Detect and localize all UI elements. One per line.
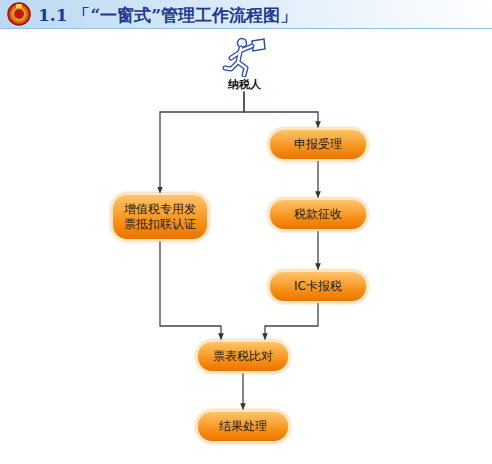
process-box: 申报受理 <box>268 128 368 161</box>
box-label: 申报受理 <box>276 137 360 152</box>
box-label: 税款征收 <box>276 207 360 222</box>
actor-label: 纳税人 <box>213 77 275 92</box>
title-area: 1.1 「“一窗式”管理工作流程图」 <box>38 4 297 27</box>
process-box: 结果处理 <box>196 410 290 443</box>
process-box: 增值税专用发票抵扣联认证 <box>111 193 209 241</box>
diagram-title: 1.1 「“一窗式”管理工作流程图」 <box>38 5 297 25</box>
flow-arrow <box>244 92 318 128</box>
flow-arrow <box>242 373 243 410</box>
box-label: IC卡报税 <box>276 279 360 294</box>
actor-figure: 纳税人 <box>213 37 275 92</box>
process-box: IC卡报税 <box>268 270 368 303</box>
box-label: 增值税专用发票抵扣联认证 <box>119 202 201 232</box>
person-icon <box>222 37 266 77</box>
flow-arrow <box>160 241 221 340</box>
flow-arrow <box>317 161 318 198</box>
flow-arrow <box>317 231 318 270</box>
process-box: 票表税比对 <box>196 340 290 373</box>
flow-arrow <box>265 303 318 340</box>
box-label: 票表税比对 <box>204 349 282 364</box>
box-label: 结果处理 <box>204 419 282 434</box>
flow-arrow <box>160 92 244 194</box>
process-box: 税款征收 <box>268 198 368 231</box>
